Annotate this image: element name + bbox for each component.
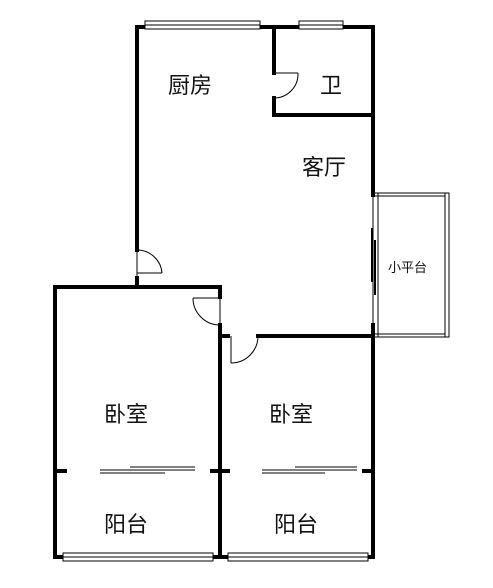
small-terrace — [371, 192, 450, 338]
door-toilet — [273, 72, 299, 99]
label-bedroom-left: 卧室 — [104, 403, 149, 428]
label-kitchen: 厨房 — [168, 74, 213, 99]
label-toilet: 卫 — [320, 74, 343, 99]
windows — [62, 20, 369, 562]
label-small-terrace: 小平台 — [388, 261, 428, 276]
door-left-bedroom — [192, 297, 221, 326]
door-kitchen — [136, 249, 163, 278]
label-balcony-left: 阳台 — [104, 513, 149, 538]
walls — [53, 25, 375, 559]
label-living-room: 客厅 — [302, 156, 347, 181]
label-bedroom-right: 卧室 — [269, 403, 314, 428]
doors — [136, 72, 299, 364]
label-balcony-right: 阳台 — [274, 513, 319, 538]
door-right-bedroom — [230, 335, 259, 364]
